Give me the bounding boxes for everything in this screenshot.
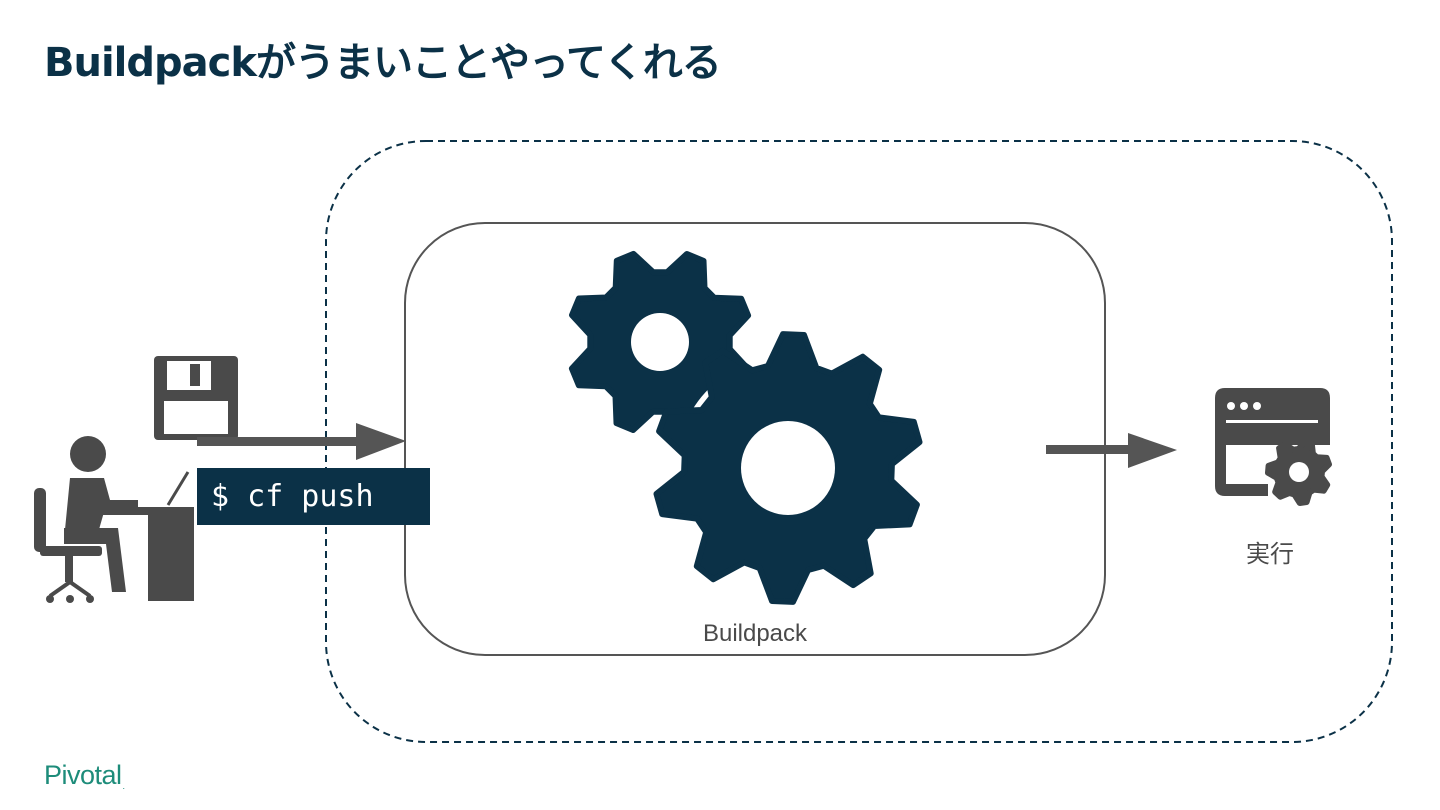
push-arrow <box>197 423 406 460</box>
pivotal-logo: Pivotal. <box>44 760 125 791</box>
run-arrow <box>1046 433 1177 468</box>
large-gear-icon <box>653 331 923 605</box>
platform-boundary <box>325 140 1393 743</box>
app-window-gear-icon <box>1215 388 1332 506</box>
run-label: 実行 <box>1246 540 1294 568</box>
command-label: $ cf push <box>197 468 430 525</box>
person-at-desk-icon <box>34 436 194 603</box>
large-gear-hole <box>741 421 835 515</box>
floppy-disk-icon <box>154 356 238 440</box>
logo-mark: . <box>122 781 126 791</box>
app-gear-hole <box>1289 462 1309 482</box>
small-gear-hole <box>631 313 689 371</box>
buildpack-label: Buildpack <box>702 620 808 647</box>
gears-icon <box>568 250 923 605</box>
app-gear-icon <box>1265 438 1332 506</box>
logo-text: Pivotal <box>44 760 122 790</box>
slide-title: Buildpackがうまいことやってくれる <box>44 40 722 86</box>
